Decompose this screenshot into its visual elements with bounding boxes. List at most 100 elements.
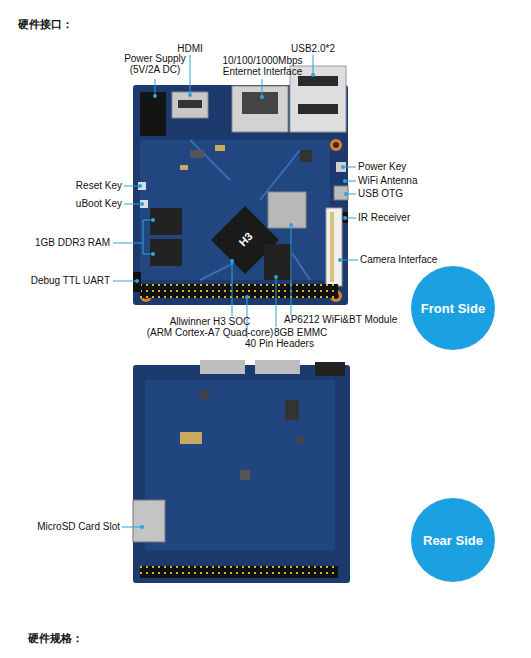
- leader-dot: [289, 223, 293, 227]
- smd-part: [240, 470, 250, 480]
- leader-dot: [338, 258, 342, 262]
- callout-label: WiFi Antenna: [358, 175, 468, 186]
- emmc-chip: [264, 244, 292, 280]
- pin-header: [140, 566, 338, 578]
- callout-label: 1GB DDR3 RAM: [8, 237, 110, 248]
- leader-dot: [140, 202, 144, 206]
- leader-dot: [343, 216, 347, 220]
- leader-dot: [341, 165, 345, 169]
- ethernet-jack: [232, 86, 288, 132]
- leader-line: [122, 527, 141, 528]
- leader-line: [155, 79, 156, 95]
- leader-line: [276, 278, 277, 327]
- hdmi-connector: [172, 92, 208, 118]
- smd-part: [300, 150, 312, 162]
- leader-dot: [153, 94, 157, 98]
- leader-lines: [113, 55, 358, 527]
- leader-dot: [311, 73, 315, 77]
- leader-line: [344, 167, 356, 168]
- leader-line: [346, 218, 356, 219]
- side-badge: Front Side: [411, 266, 495, 350]
- leader-line: [113, 220, 152, 254]
- leader-dots: [135, 73, 348, 529]
- uboot-key: [140, 200, 148, 208]
- leader-dot: [138, 184, 142, 188]
- leader-line: [232, 262, 233, 316]
- smd-part: [180, 165, 188, 170]
- callout-label: Reset Key: [30, 180, 122, 191]
- badge-text-holder: Rear Side: [411, 498, 495, 582]
- pin-header: [140, 284, 338, 298]
- ethernet-opening: [242, 92, 278, 114]
- callout-label: 8GB EMMC: [274, 327, 364, 338]
- leader-dot: [188, 93, 192, 97]
- leader-dot: [344, 192, 348, 196]
- leader-dot: [151, 218, 155, 222]
- leader-line: [313, 55, 314, 74]
- callout-label: 10/100/1000Mbps Enternet Interface: [210, 55, 315, 77]
- callout-label: IR Receiver: [358, 212, 468, 223]
- badge-text: Front Side: [421, 301, 485, 316]
- smd-part: [285, 400, 299, 420]
- pcb-ground-plane: [145, 380, 335, 550]
- hdmi-opening: [178, 100, 202, 108]
- micro-usb: [334, 186, 348, 200]
- mounting-hole-center: [333, 142, 339, 148]
- leader-line: [124, 186, 139, 187]
- leader-line: [347, 194, 356, 195]
- ram-chip: [150, 208, 182, 235]
- leader-line: [124, 204, 141, 205]
- reset-key: [138, 182, 146, 190]
- usb-opening: [298, 76, 338, 86]
- leader-dot: [135, 279, 139, 283]
- ram-chip: [150, 239, 182, 266]
- callout-label: Power Key: [358, 161, 468, 172]
- mounting-hole: [330, 139, 342, 151]
- side-badge: Rear Side: [411, 498, 495, 582]
- connector-edge: [315, 362, 345, 376]
- leader-dot: [140, 525, 144, 529]
- leader-line: [113, 281, 136, 282]
- connector-edge: [200, 360, 245, 374]
- leader-dot: [343, 179, 347, 183]
- badge-text-holder: Front Side: [411, 266, 495, 350]
- connector-edge: [255, 360, 300, 374]
- camera-connector: [326, 208, 342, 286]
- test-pad: [200, 390, 210, 400]
- leader-line: [341, 260, 358, 261]
- usb-opening: [298, 104, 338, 114]
- smd-part: [180, 432, 202, 444]
- smd-part: [215, 145, 225, 151]
- badge-circle: [411, 498, 495, 582]
- wifi-module: [268, 192, 306, 228]
- test-pad: [296, 436, 304, 444]
- callout-label: USB2.0*2: [283, 43, 343, 54]
- power-key: [336, 162, 346, 172]
- callout-label: uBoot Key: [30, 198, 122, 209]
- callout-label: Camera Interface: [360, 254, 490, 265]
- leader-dot: [260, 95, 264, 99]
- leader-line: [291, 226, 292, 315]
- callout-label: AP6212 WiFi&BT Module: [284, 314, 424, 325]
- callout-label: 40 Pin Headers: [245, 338, 345, 349]
- leader-dot: [274, 275, 278, 279]
- leader-dot: [245, 295, 249, 299]
- callout-label: Allwinner H3 SOC: [150, 316, 270, 327]
- section-heading: 硬件接口：: [18, 17, 73, 32]
- callout-label: USB OTG: [358, 188, 468, 199]
- callout-label: Debug TTL UART: [4, 275, 110, 286]
- leader-dot: [230, 259, 234, 263]
- leader-dot: [151, 252, 155, 256]
- callout-label: (ARM Cortex-A7 Quad-core): [135, 327, 285, 338]
- camera-contacts: [330, 212, 334, 282]
- power-jack: [140, 92, 166, 136]
- badge-text: Rear Side: [423, 533, 483, 548]
- sd-slot: [133, 500, 165, 542]
- leader-line: [262, 79, 263, 96]
- smd-part: [190, 150, 204, 158]
- callout-label: HDMI: [170, 43, 210, 54]
- rear-pcb: [133, 365, 350, 583]
- leader-line: [346, 181, 356, 182]
- badge-circle: [411, 266, 495, 350]
